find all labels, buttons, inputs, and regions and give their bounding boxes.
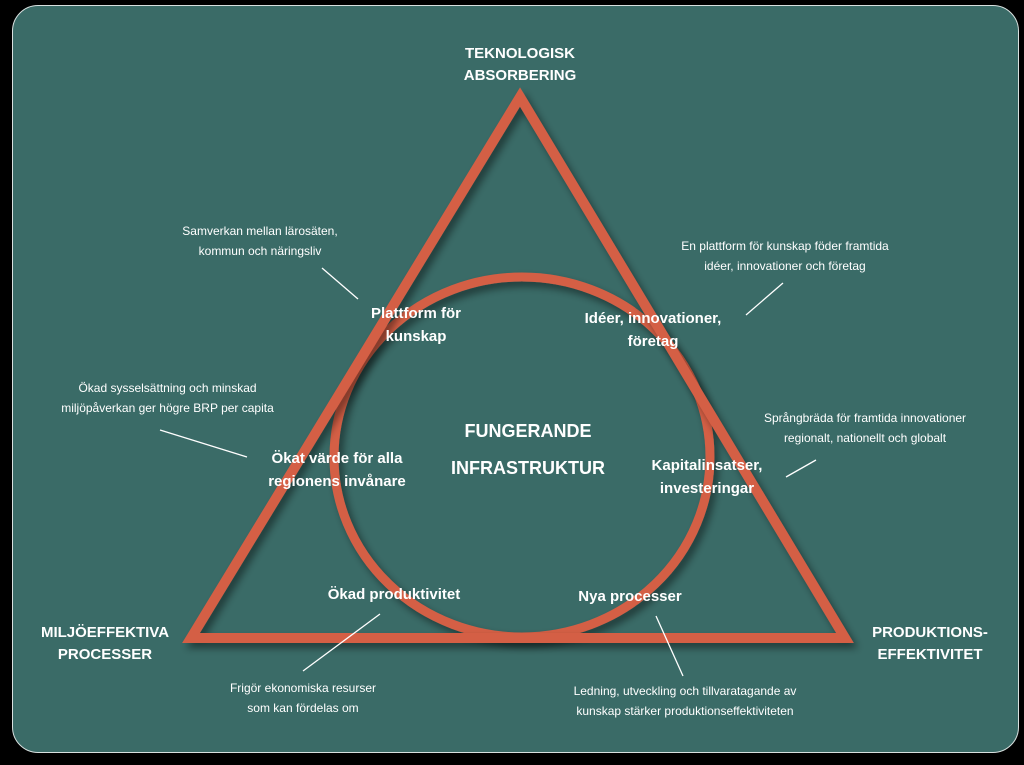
connector-ledning — [655, 615, 684, 677]
node-processer: Nya processer — [578, 588, 682, 605]
node-varde: Ökat värde för alla regionens invånare — [268, 450, 406, 490]
note-plattform-foder: En plattform för kunskap föder framtida … — [681, 239, 889, 273]
note-ledning: Ledning, utveckling och tillvaratagande … — [573, 684, 797, 718]
connector-sprangbrada — [785, 459, 817, 478]
node-produktivitet: Ökad produktivitet — [327, 586, 461, 603]
note-sprangbrada: Språngbräda för framtida innovationer re… — [763, 411, 967, 445]
note-frigor: Frigör ekonomiska resurser som kan förde… — [229, 681, 377, 715]
diagram-panel — [12, 5, 1019, 753]
connector-plattform-foder — [745, 282, 784, 316]
node-ideer: Idéer, innovationer, företag — [584, 310, 722, 350]
note-sysselsattning: Ökad sysselsättning och minskad miljöpåv… — [61, 381, 274, 415]
connector-frigor — [302, 613, 381, 672]
triangle-outline — [182, 87, 854, 643]
node-plattform: Plattform för kunskap — [371, 305, 461, 345]
connector-samverkan — [321, 267, 359, 300]
connector-sysselsattning — [159, 429, 248, 458]
corner-label-top: TEKNOLOGISK ABSORBERING — [463, 45, 577, 84]
node-kapital: Kapitalinsatser, investeringar — [651, 457, 763, 497]
corner-label-left: MILJÖEFFEKTIVA PROCESSER — [40, 624, 170, 663]
center-label: FUNGERANDE INFRASTRUKTUR — [451, 421, 605, 478]
corner-label-right: PRODUKTIONS- EFFEKTIVITET — [872, 624, 988, 663]
note-samverkan: Samverkan mellan lärosäten, kommun och n… — [182, 224, 338, 258]
